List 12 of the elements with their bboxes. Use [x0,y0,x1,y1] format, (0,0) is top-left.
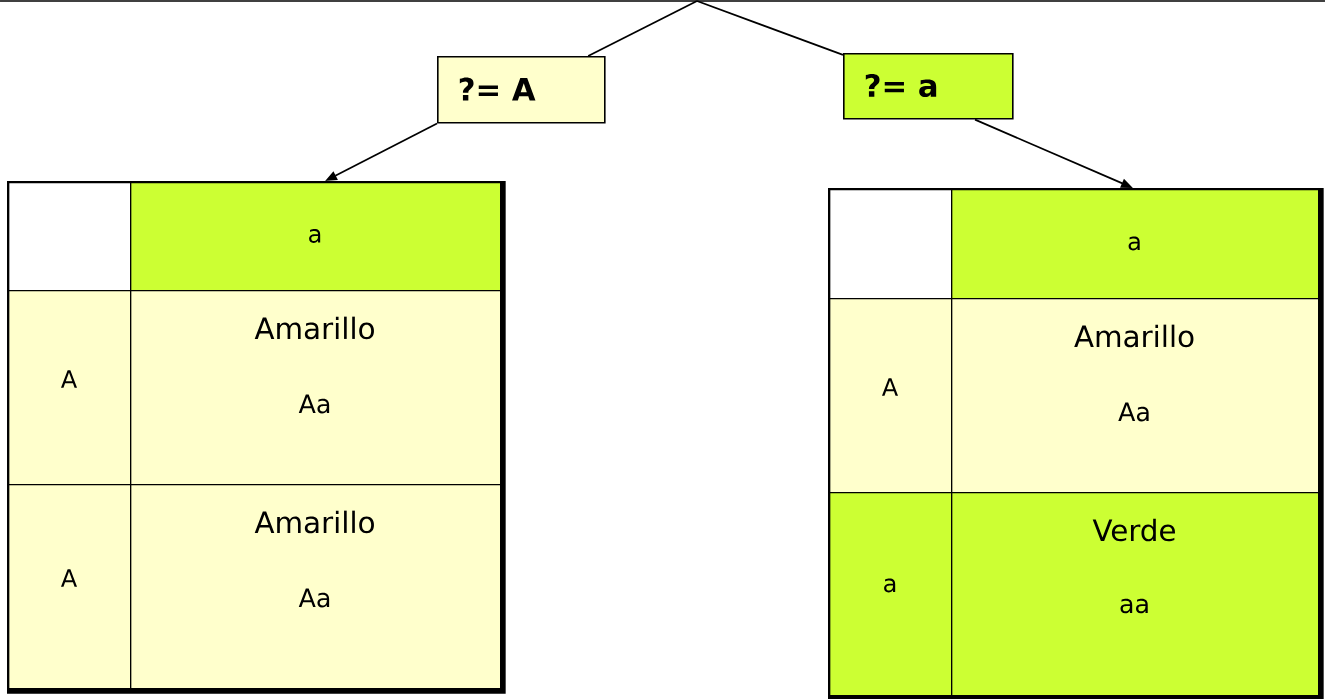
table-cell: A [8,290,132,486]
connector-line [696,0,844,56]
table-cell: a [951,189,1320,300]
label-box: ?= A [437,56,606,124]
table-cell: a [130,182,502,292]
table-cell: A [8,484,132,690]
table-frame [828,188,1324,699]
table-cell: A [829,298,953,494]
table-frame [7,181,506,694]
table-cell: a [829,492,953,697]
label-box: ?= a [843,53,1014,120]
connector-line [587,0,698,57]
